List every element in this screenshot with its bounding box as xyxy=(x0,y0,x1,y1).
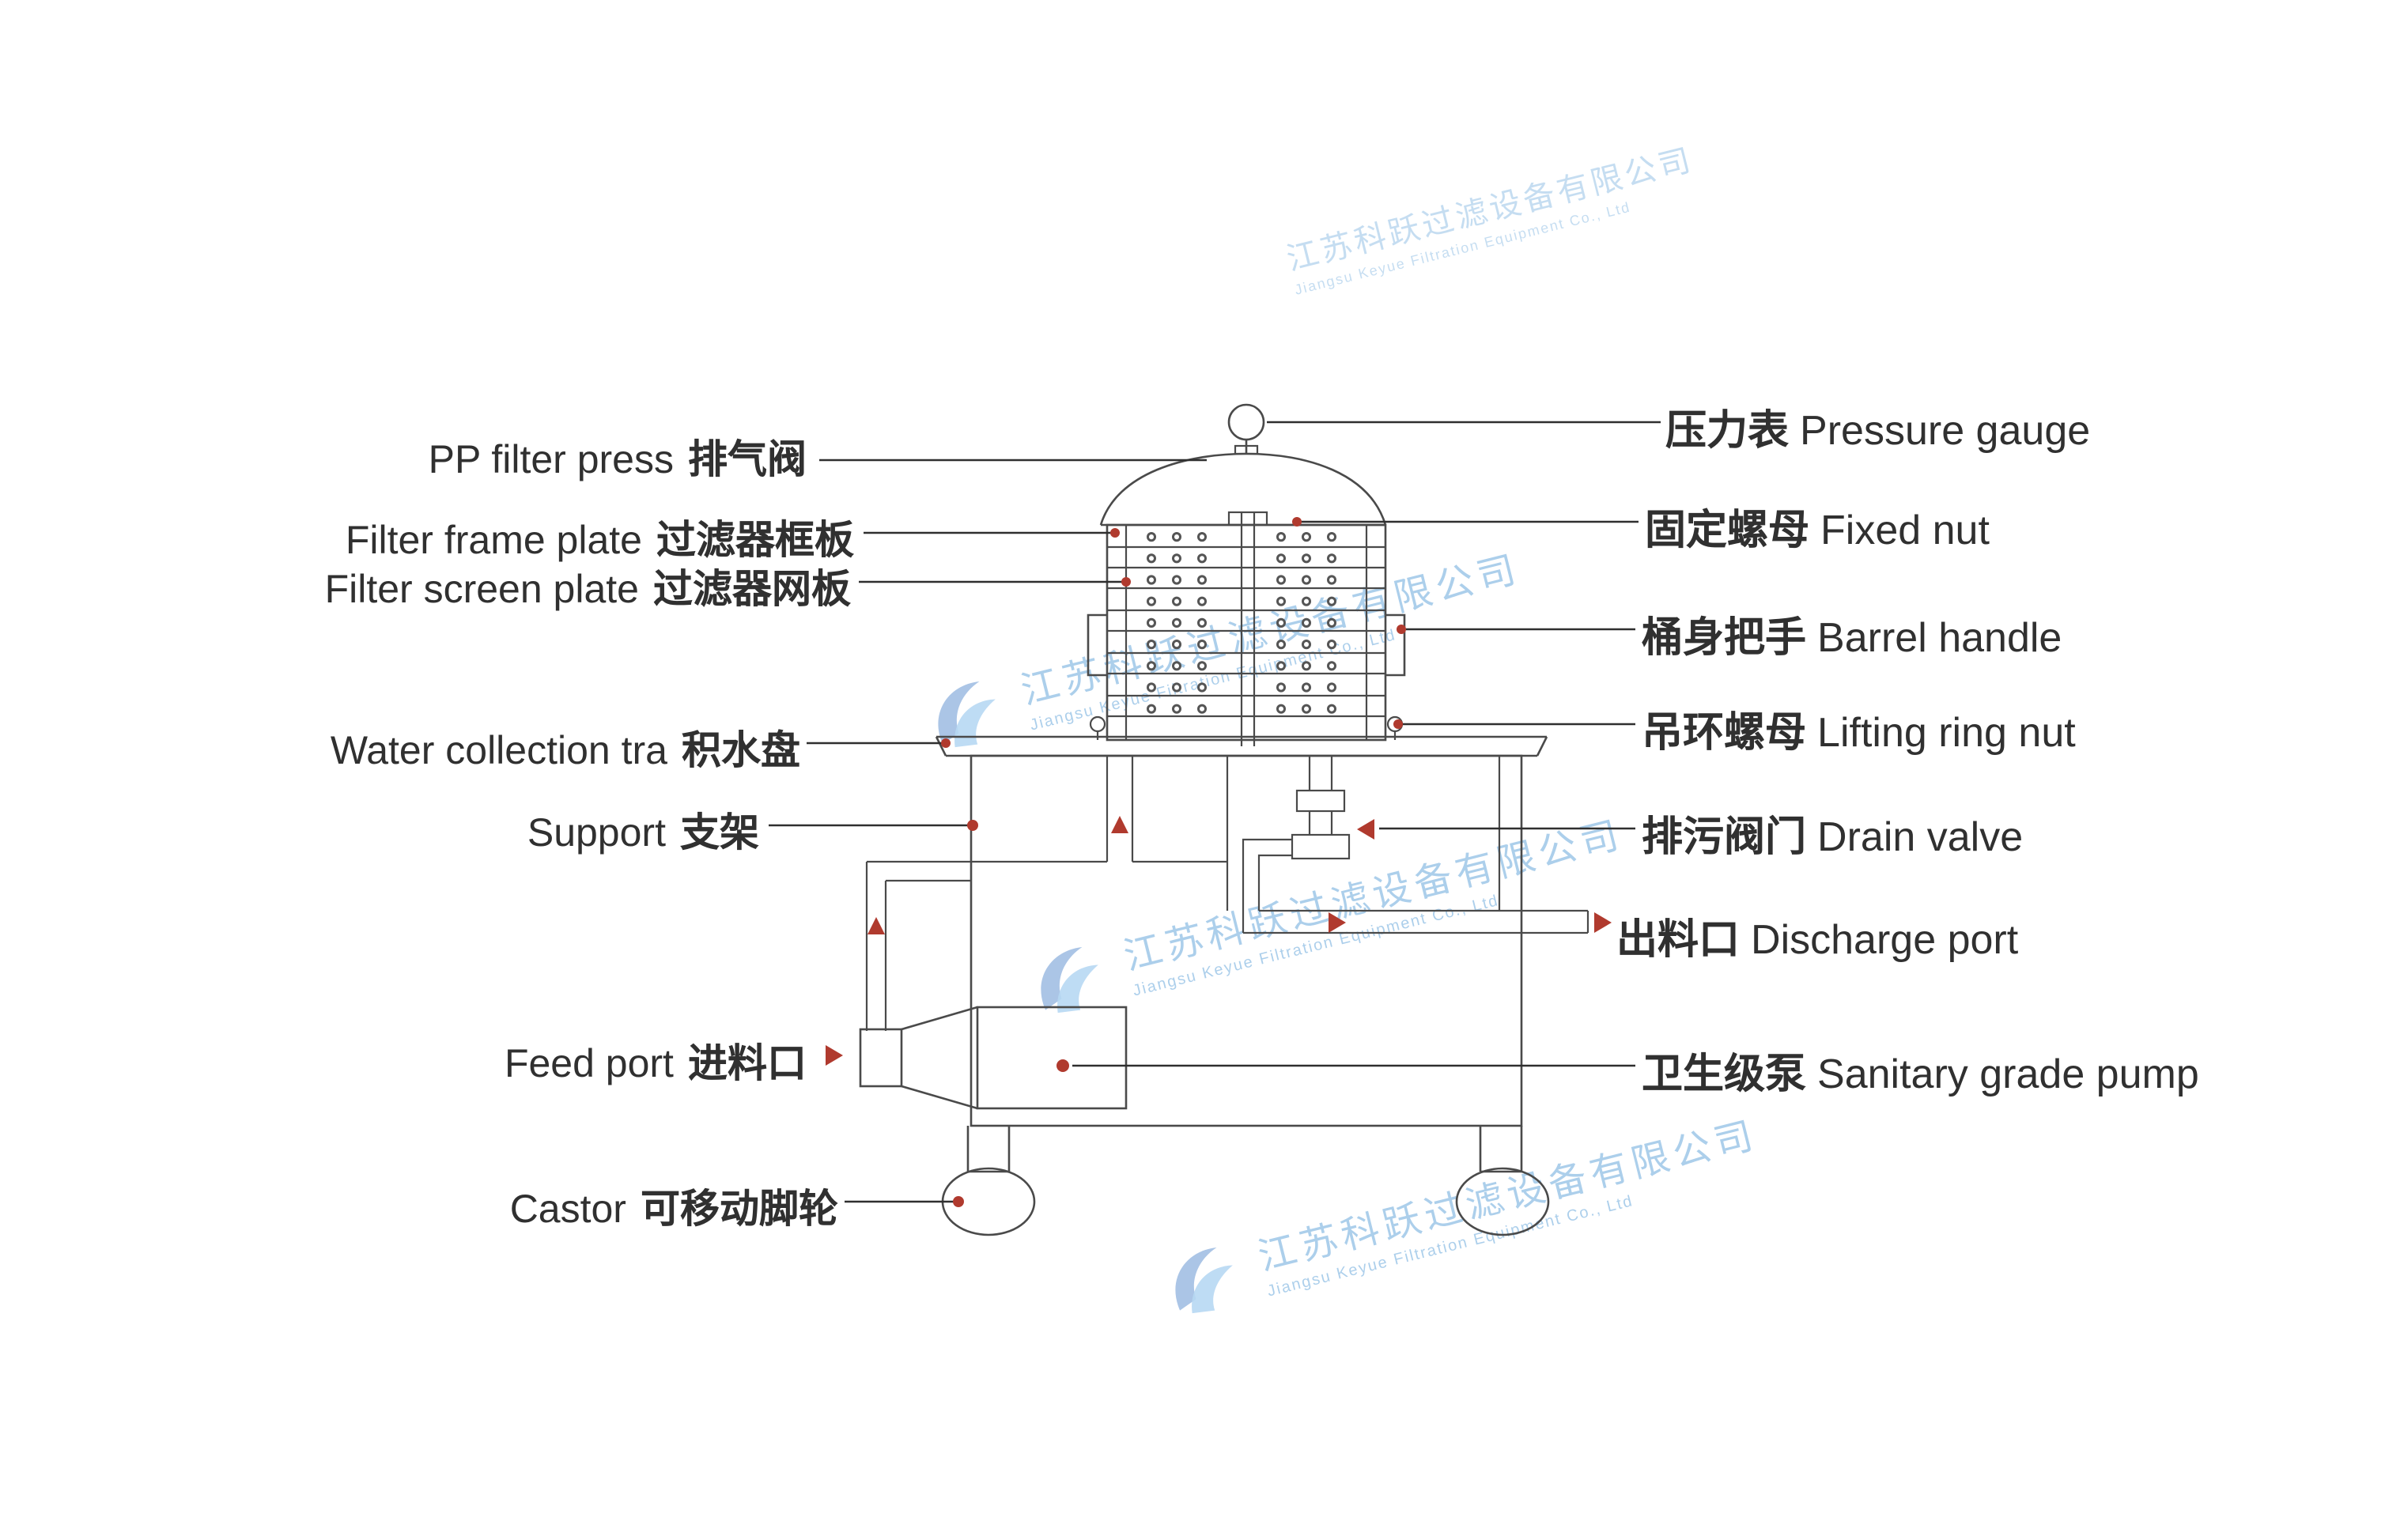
label-feed-port-en: Feed port xyxy=(504,1042,674,1086)
filter-plate-stack xyxy=(1106,512,1387,746)
label-sanitary-pump-zh: 卫生级泵 xyxy=(1642,1050,1807,1097)
feed-arrow-icon xyxy=(826,1045,843,1066)
label-lifting-ring-nut-en: Lifting ring nut xyxy=(1817,708,2076,756)
label-barrel-handle-zh: 桶身把手 xyxy=(1642,613,1807,661)
discharge-pipe xyxy=(1243,909,1589,934)
label-discharge-port-zh: 出料口 xyxy=(1616,915,1741,963)
label-support: Support 支架 xyxy=(527,802,759,859)
label-feed-port: Feed port 进料口 xyxy=(505,1032,807,1089)
up-arrow-icon xyxy=(1111,816,1128,833)
label-exhaust-valve: PP filter press 排气阀 xyxy=(429,428,807,485)
label-water-collection-tray: Water collection tra 积水盘 xyxy=(331,719,800,776)
label-water-collection-tray-zh: 积水盘 xyxy=(681,729,800,773)
label-filter-frame-plate-en: Filter frame plate xyxy=(345,519,642,563)
support-frame xyxy=(970,754,1523,1127)
label-water-collection-tray-en: Water collection tra xyxy=(330,729,667,773)
callout-dots xyxy=(941,517,1406,1207)
label-lifting-ring-nut-zh: 吊环螺母 xyxy=(1642,708,1807,756)
label-filter-frame-plate-zh: 过滤器框板 xyxy=(656,519,854,563)
discharge-arrow-icon xyxy=(1594,912,1612,933)
label-fixed-nut-zh: 固定螺母 xyxy=(1645,506,1810,553)
label-drain-valve-en: Drain valve xyxy=(1817,813,2024,860)
fixed-nut xyxy=(1227,511,1268,527)
right-arrow-icon xyxy=(1329,912,1346,933)
label-exhaust-valve-en: PP filter press xyxy=(428,438,674,482)
label-exhaust-valve-zh: 排气阀 xyxy=(687,438,807,482)
label-drain-valve-zh: 排污阀门 xyxy=(1642,813,1807,860)
label-support-en: Support xyxy=(527,811,666,855)
label-castor: Castor 可移动脚轮 xyxy=(510,1178,838,1235)
label-castor-zh: 可移动脚轮 xyxy=(640,1187,838,1232)
callout-lines xyxy=(769,421,1661,1203)
feed-port xyxy=(859,1006,978,1110)
label-filter-frame-plate: Filter frame plate 过滤器框板 xyxy=(346,509,854,566)
label-fixed-nut-en: Fixed nut xyxy=(1820,506,1990,553)
label-discharge-port-en: Discharge port xyxy=(1751,915,2019,963)
feed-pipe xyxy=(865,860,971,1031)
center-rod xyxy=(1240,512,1256,746)
flow-arrows xyxy=(826,816,1612,1066)
up-arrow-icon xyxy=(867,917,885,934)
label-pressure-gauge-zh: 压力表 xyxy=(1665,406,1790,454)
label-filter-screen-plate-zh: 过滤器网板 xyxy=(652,568,851,612)
casters xyxy=(941,1126,1550,1236)
sanitary-pump xyxy=(976,1006,1128,1110)
drain-valve xyxy=(1242,756,1351,933)
label-barrel-handle-en: Barrel handle xyxy=(1817,613,2062,661)
barrel-handles xyxy=(1087,613,1406,677)
barrel-dome xyxy=(1099,452,1387,527)
label-pressure-gauge-en: Pressure gauge xyxy=(1800,406,2091,454)
label-filter-screen-plate-en: Filter screen plate xyxy=(324,568,639,612)
label-filter-screen-plate: Filter screen plate 过滤器网板 xyxy=(325,558,851,615)
pressure-gauge xyxy=(1227,403,1265,455)
label-sanitary-pump-en: Sanitary grade pump xyxy=(1817,1050,2199,1097)
label-feed-port-zh: 进料口 xyxy=(687,1042,807,1086)
drain-arrow-icon xyxy=(1357,819,1374,840)
label-support-zh: 支架 xyxy=(679,811,759,855)
label-castor-en: Castor xyxy=(509,1187,626,1232)
